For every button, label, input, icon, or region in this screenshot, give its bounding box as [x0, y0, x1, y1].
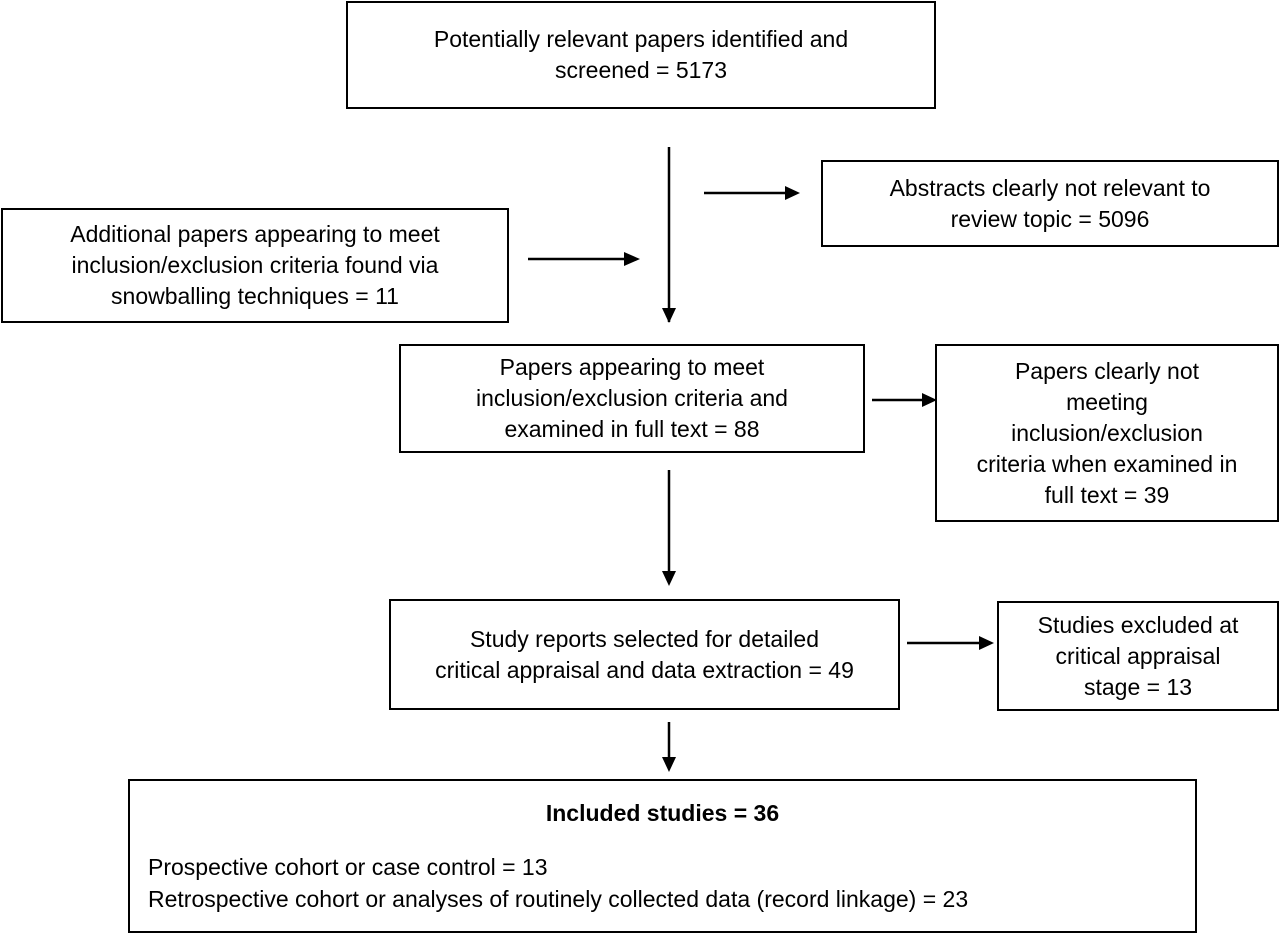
snowballing-box: Additional papers appearing to meet incl…: [1, 208, 509, 323]
full-text-box: Papers appearing to meet inclusion/exclu…: [399, 344, 865, 453]
excluded-appraisal-box: Studies excluded at critical appraisal s…: [997, 601, 1279, 711]
excluded-full-text-box: Papers clearly not meeting inclusion/exc…: [935, 344, 1279, 522]
excluded-appraisal-line-2: critical appraisal: [1055, 642, 1221, 669]
excluded-appraisal-line-1: Studies excluded at: [1037, 611, 1239, 638]
arrow-full-text-to-excluded: [872, 393, 937, 407]
appraisal-line-1: Study reports selected for detailed: [469, 625, 820, 652]
included-studies-heading: Included studies = 36: [545, 800, 780, 826]
included-prospective-line: Prospective cohort or case control = 13: [148, 854, 548, 880]
excluded-full-text-line-2: meeting: [1066, 388, 1148, 415]
identified-line-1: Potentially relevant papers identified a…: [433, 26, 849, 52]
excluded-appraisal-line-3: stage = 13: [1083, 673, 1193, 700]
arrow-to-not-relevant: [704, 186, 800, 200]
appraisal-box: Study reports selected for detailed crit…: [389, 599, 900, 710]
not-relevant-box: Abstracts clearly not relevant to review…: [821, 160, 1279, 247]
excluded-full-text-line-3: inclusion/exclusion: [1011, 419, 1203, 446]
arrow-identified-to-full-text: [662, 147, 676, 323]
arrow-appraisal-to-excluded: [907, 636, 994, 650]
appraisal-line-2: critical appraisal and data extraction =…: [435, 656, 854, 683]
included-studies-box: Included studies = 36 Prospective cohort…: [128, 779, 1197, 933]
full-text-line-3: examined in full text = 88: [504, 416, 760, 442]
full-text-line-1: Papers appearing to meet: [499, 354, 765, 380]
arrow-full-text-to-appraisal: [662, 470, 676, 586]
arrow-appraisal-to-included: [662, 722, 676, 772]
snowballing-line-2: inclusion/exclusion criteria found via: [71, 252, 439, 278]
included-retrospective-line: Retrospective cohort or analyses of rout…: [148, 886, 969, 912]
identified-box: Potentially relevant papers identified a…: [346, 1, 936, 109]
arrow-snowballing-to-flow: [528, 252, 640, 266]
full-text-line-2: inclusion/exclusion criteria and: [476, 385, 788, 411]
identified-line-2: screened = 5173: [555, 57, 727, 83]
not-relevant-line-1: Abstracts clearly not relevant to: [889, 174, 1211, 201]
excluded-full-text-line-5: full text = 39: [1044, 481, 1170, 508]
snowballing-line-1: Additional papers appearing to meet: [70, 221, 440, 247]
snowballing-line-3: snowballing techniques = 11: [111, 283, 399, 309]
excluded-full-text-line-1: Papers clearly not: [1014, 357, 1200, 384]
not-relevant-line-2: review topic = 5096: [950, 205, 1150, 232]
excluded-full-text-line-4: criteria when examined in: [976, 450, 1238, 477]
